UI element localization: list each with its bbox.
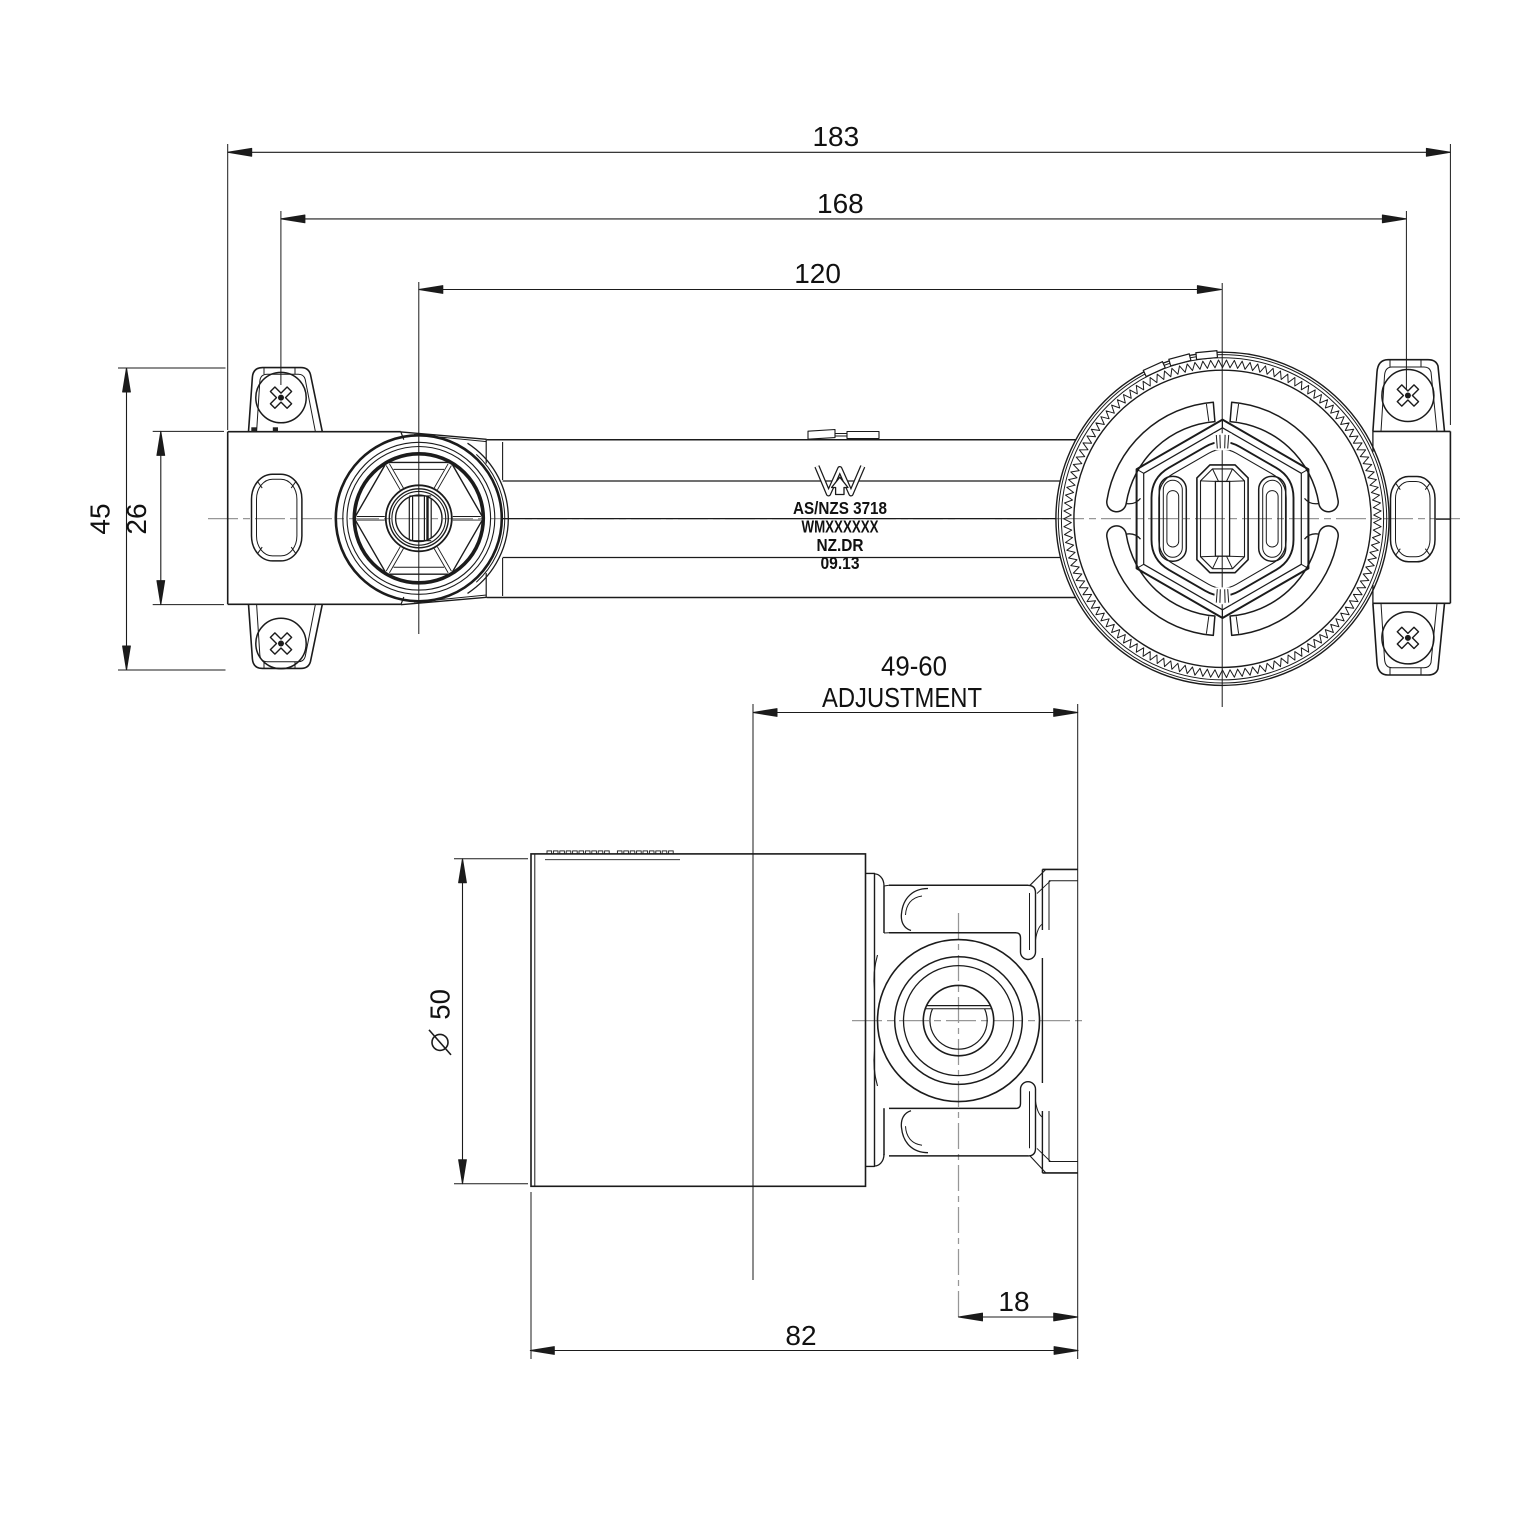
svg-text:82: 82	[785, 1320, 816, 1351]
svg-text:50: 50	[425, 989, 456, 1020]
svg-text:WMXXXXXX: WMXXXXXX	[802, 517, 879, 537]
svg-text:NZ.DR: NZ.DR	[817, 535, 864, 555]
svg-text:ADJUSTMENT: ADJUSTMENT	[822, 682, 982, 713]
svg-text:18: 18	[998, 1286, 1029, 1317]
svg-text:49-60: 49-60	[881, 651, 947, 682]
svg-text:183: 183	[812, 121, 859, 152]
svg-text:45: 45	[85, 503, 116, 534]
svg-text:168: 168	[817, 188, 864, 219]
svg-text:09.13: 09.13	[821, 553, 860, 573]
svg-text:AS/NZS 3718: AS/NZS 3718	[793, 498, 887, 518]
svg-text:120: 120	[794, 258, 841, 289]
svg-text:26: 26	[121, 503, 152, 534]
